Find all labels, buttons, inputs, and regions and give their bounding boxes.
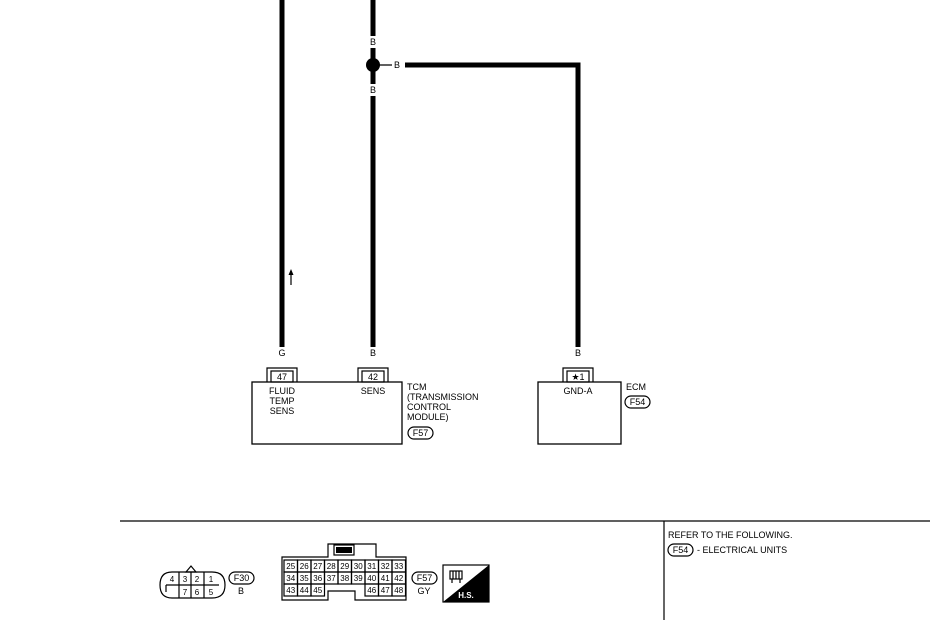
wire-color-label: B (370, 37, 376, 47)
pin-cell (310, 583, 326, 597)
tcm-connector-badge: F57 (407, 426, 434, 440)
pin-label: GND-A (564, 386, 593, 396)
pin-number: 34 (286, 574, 295, 583)
pin-label: FLUID (269, 386, 296, 396)
junction-dot (366, 58, 380, 72)
svg-text:F57: F57 (417, 573, 433, 583)
svg-text:5: 5 (209, 588, 214, 597)
connector-color: B (238, 586, 244, 596)
tcm-name: CONTROL (407, 402, 451, 412)
wire-color-label: B (394, 60, 400, 70)
connector-f57-face: 25 26 27 28 29 30 31 32 33 34 35 36 37 38 39 40 41 42 43 44… (281, 543, 407, 601)
ecm-name: ECM (626, 382, 646, 392)
svg-text:F54: F54 (673, 545, 689, 555)
wire-color-label: G (278, 348, 285, 358)
pin-number: 25 (286, 562, 295, 571)
svg-text:1: 1 (209, 575, 214, 584)
f30-connector-badge: F30 (228, 571, 255, 585)
wire-b-branch (405, 62, 581, 347)
svg-text:3: 3 (183, 575, 188, 584)
pin-number: 45 (313, 586, 322, 595)
connector-color: GY (417, 586, 430, 596)
tcm-name: (TRANSMISSION (407, 392, 479, 402)
refer-connector-badge: F54 (667, 543, 694, 557)
pin-number: 41 (381, 574, 390, 583)
pin-number: 28 (327, 562, 336, 571)
pin-number: 47 (381, 586, 390, 595)
pin-number: 37 (327, 574, 336, 583)
svg-text:7: 7 (183, 588, 188, 597)
connector-f30-face: 4 3 2 1 7 6 5 (159, 565, 226, 599)
svg-text:F54: F54 (630, 397, 646, 407)
pin-number: 39 (354, 574, 363, 583)
refer-text: REFER TO THE FOLLOWING. (668, 530, 793, 540)
svg-text:42: 42 (368, 372, 378, 382)
svg-text:2: 2 (195, 575, 200, 584)
svg-text:F30: F30 (234, 573, 250, 583)
hs-label: H.S. (458, 591, 474, 600)
arrow-up-icon (288, 269, 294, 285)
pin-number: 40 (367, 574, 376, 583)
ecm-connector-badge: F54 (624, 395, 651, 409)
svg-text:4: 4 (170, 575, 175, 584)
refer-item: - ELECTRICAL UNITS (697, 545, 787, 555)
wire-color-label: B (575, 348, 581, 358)
svg-text:F57: F57 (413, 428, 429, 438)
pin-number: 29 (340, 562, 349, 571)
pin-number: 46 (367, 586, 376, 595)
pin-number: 26 (300, 562, 309, 571)
pin-number: 38 (340, 574, 349, 583)
pin-number: 42 (394, 574, 403, 583)
tcm-name: MODULE) (407, 412, 449, 422)
ecm-box (537, 381, 622, 445)
tcm-pin-47: 47 (266, 367, 298, 383)
tcm-pin-42: 42 (357, 367, 389, 383)
pin-number: 30 (354, 562, 363, 571)
pin-number: 33 (394, 562, 403, 571)
pin-number: 36 (313, 574, 322, 583)
svg-text:6: 6 (195, 588, 200, 597)
f57-connector-badge: F57 (411, 571, 438, 585)
pin-number: 35 (300, 574, 309, 583)
pin-number: 44 (300, 586, 309, 595)
svg-text:47: 47 (277, 372, 287, 382)
pin-number: 31 (367, 562, 376, 571)
harness-side-icon: H.S. (442, 564, 490, 603)
pin-label: SENS (361, 386, 386, 396)
pin-label: TEMP (269, 396, 294, 406)
tcm-name: TCM (407, 382, 427, 392)
wire-color-label: B (370, 85, 376, 95)
wire-color-label: B (370, 348, 376, 358)
svg-text:★1: ★1 (571, 372, 584, 382)
ecm-pin: ★1 (562, 367, 594, 383)
pin-number: 32 (381, 562, 390, 571)
pin-label: SENS (270, 406, 295, 416)
pin-number: 48 (394, 586, 403, 595)
pin-cell (391, 583, 407, 597)
tcm-box (251, 381, 403, 445)
pin-number: 27 (313, 562, 322, 571)
pin-number: 43 (286, 586, 295, 595)
